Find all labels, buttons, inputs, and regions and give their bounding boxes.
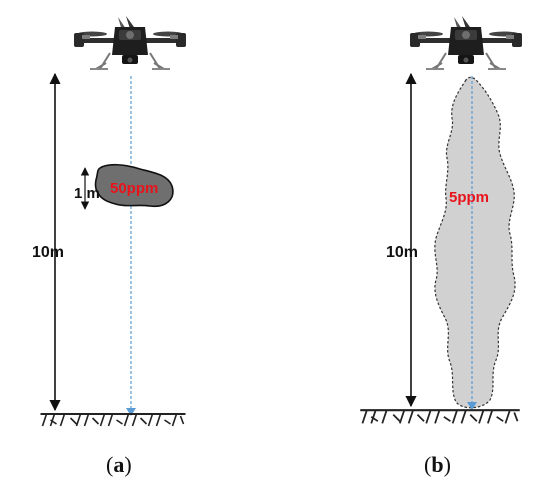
panel-a-caption: (a) bbox=[106, 452, 132, 477]
ground-hatch-symbol bbox=[359, 409, 521, 425]
panel-b: 10m 5ppm (b) bbox=[359, 15, 523, 477]
beam-arrowhead bbox=[126, 408, 136, 416]
beam-arrowhead bbox=[467, 402, 477, 410]
diffuse-gas-plume bbox=[434, 76, 516, 409]
quadcopter-drone-icon bbox=[409, 15, 523, 70]
height-label: 10m bbox=[32, 244, 64, 261]
panel-a: 10m 1 m 50ppm (a) bbox=[32, 15, 187, 477]
height-label: 10m bbox=[386, 244, 418, 261]
concentration-label: 50ppm bbox=[110, 180, 158, 197]
panel-b-caption: (b) bbox=[424, 452, 451, 477]
concentration-label: 5ppm bbox=[449, 189, 489, 206]
ground-hatch-symbol bbox=[39, 412, 187, 428]
quadcopter-drone-icon bbox=[73, 15, 187, 70]
dense-gas-plume bbox=[94, 163, 174, 208]
plume-thickness-label: 1 m bbox=[74, 185, 100, 202]
